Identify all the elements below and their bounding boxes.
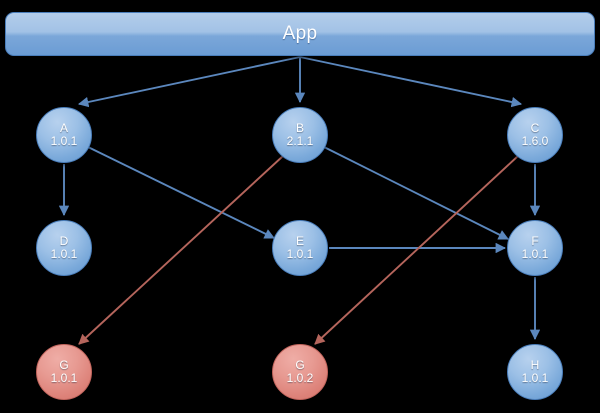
node-g1-version: 1.0.1 (50, 371, 78, 385)
node-d[interactable]: D 1.0.1 (36, 220, 92, 276)
node-e[interactable]: E 1.0.1 (272, 220, 328, 276)
node-g-1-0-1[interactable]: G 1.0.1 (36, 344, 92, 400)
edge-b-to-g1 (78, 155, 284, 345)
node-c[interactable]: C 1.6.0 (507, 107, 563, 163)
node-g-1-0-2[interactable]: G 1.0.2 (272, 344, 328, 400)
node-f-version: 1.0.1 (521, 247, 549, 261)
node-h-name: H (530, 358, 540, 372)
node-b-version: 2.1.1 (286, 134, 314, 148)
node-b[interactable]: B 2.1.1 (272, 107, 328, 163)
node-e-version: 1.0.1 (286, 247, 314, 261)
app-root-label: App (282, 23, 318, 44)
node-c-name: C (530, 121, 540, 135)
node-h-version: 1.0.1 (521, 371, 549, 385)
node-g1-name: G (59, 358, 69, 372)
edge-a-to-e (87, 146, 275, 239)
node-g2-version: 1.0.2 (286, 371, 314, 385)
node-c-version: 1.6.0 (521, 134, 549, 148)
node-a-name: A (59, 121, 68, 135)
node-f[interactable]: F 1.0.1 (507, 220, 563, 276)
node-a[interactable]: A 1.0.1 (36, 107, 92, 163)
node-f-name: F (531, 234, 539, 248)
node-e-name: E (295, 234, 304, 248)
edge-app-to-c (299, 56, 523, 108)
node-d-name: D (59, 234, 69, 248)
app-root-box[interactable]: App (5, 12, 595, 56)
edge-c-to-g2 (314, 155, 519, 345)
node-b-name: B (295, 121, 304, 135)
edge-b-to-f (323, 146, 509, 240)
node-h[interactable]: H 1.0.1 (507, 344, 563, 400)
node-g2-name: G (295, 358, 305, 372)
edge-app-to-a (77, 56, 301, 108)
node-d-version: 1.0.1 (50, 247, 78, 261)
node-a-version: 1.0.1 (50, 134, 78, 148)
